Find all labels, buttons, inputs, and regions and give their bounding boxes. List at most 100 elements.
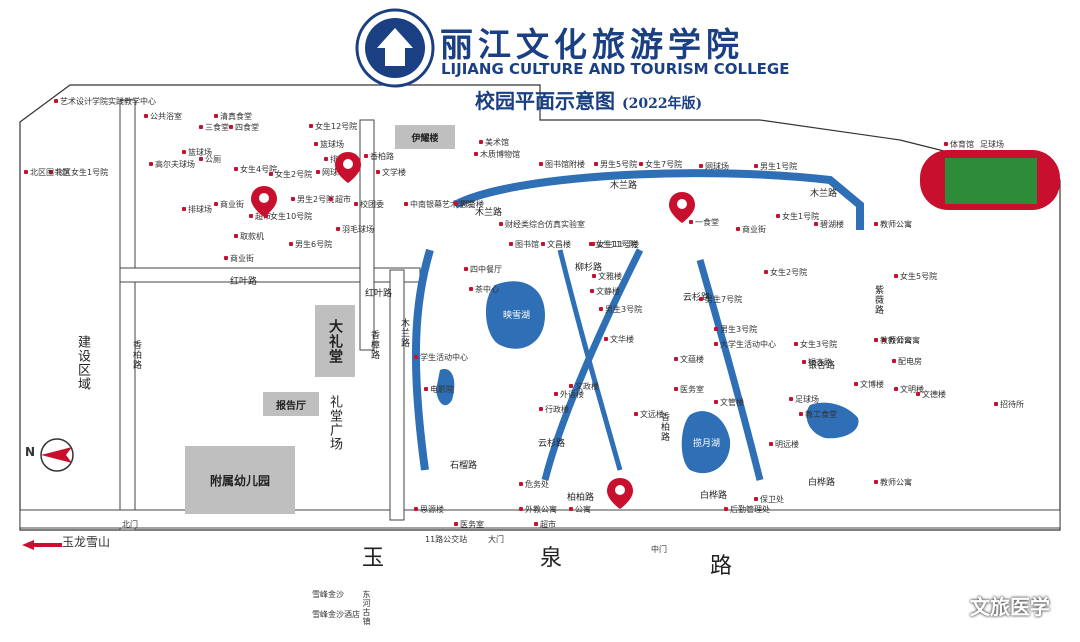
location-dot xyxy=(214,114,218,118)
building-label: 男生1号院 xyxy=(760,162,798,171)
building-label: 保卫处 xyxy=(760,495,784,504)
building-label: 外教公寓 xyxy=(525,505,557,514)
building-label: 图书馆附楼 xyxy=(545,160,585,169)
building-label: 文雅楼 xyxy=(598,272,622,281)
road-xiangbai2: 香柏路 xyxy=(659,412,669,442)
location-dot xyxy=(49,170,53,174)
road-muyi3: 木兰路 xyxy=(475,208,503,218)
location-dot xyxy=(224,256,228,260)
north-gate-label: 北门 xyxy=(122,520,138,529)
building-label: 美术馆 xyxy=(485,138,509,147)
location-dot xyxy=(874,480,878,484)
dongchuan-label: 东河古镇 xyxy=(362,590,371,626)
location-dot xyxy=(509,242,513,246)
building-label: 排球场 xyxy=(188,205,212,214)
road-ziwei: 紫薇路 xyxy=(873,285,883,315)
location-dot xyxy=(789,397,793,401)
location-dot xyxy=(639,162,643,166)
road-muyi: 木兰路 xyxy=(610,181,638,191)
building-label: 足球场 xyxy=(795,395,819,404)
location-dot xyxy=(541,242,545,246)
building-label: 篮球场 xyxy=(188,148,212,157)
building-label: 三食堂 xyxy=(205,123,229,132)
location-dot xyxy=(539,407,543,411)
building-label: 四食堂 xyxy=(235,123,259,132)
location-dot xyxy=(769,442,773,446)
building-label: 文学楼 xyxy=(382,168,406,177)
road-yinxing: 银杏路 xyxy=(808,361,836,371)
location-dot xyxy=(854,382,858,386)
building-label: 文明楼 xyxy=(900,385,924,394)
building-label: 教工食堂 xyxy=(805,410,837,419)
location-dot xyxy=(316,170,320,174)
location-dot xyxy=(314,142,318,146)
building-label: 女生2号院 xyxy=(275,170,313,179)
building-label: 文德楼 xyxy=(922,390,946,399)
building-label: 羽毛球场 xyxy=(342,225,374,234)
building-label: 男生5号院 xyxy=(600,160,638,169)
yulong-arrow xyxy=(22,540,62,550)
location-dot xyxy=(776,214,780,218)
building-label: 取款机 xyxy=(240,232,264,241)
location-dot xyxy=(199,125,203,129)
location-dot xyxy=(404,202,408,206)
road-yunshan: 云杉路 xyxy=(538,439,566,449)
location-dot xyxy=(519,507,523,511)
building-label: 文博楼 xyxy=(860,380,884,389)
location-dot xyxy=(144,114,148,118)
building-label: 后勤管理处 xyxy=(730,505,770,514)
location-dot xyxy=(569,507,573,511)
location-dot xyxy=(689,220,693,224)
location-dot xyxy=(249,214,253,218)
building-label: 北区图书馆 xyxy=(30,168,70,177)
building-label: 女生1号院 xyxy=(782,212,820,221)
location-dot xyxy=(699,297,703,301)
location-dot xyxy=(799,412,803,416)
kindergarten-label: 附属幼儿园 xyxy=(209,473,270,488)
compass-n: N xyxy=(25,445,36,459)
location-dot xyxy=(376,170,380,174)
location-dot xyxy=(634,412,638,416)
location-dot xyxy=(329,197,333,201)
yulong-label: 玉龙雪山 xyxy=(62,535,111,549)
location-dot xyxy=(234,234,238,238)
building-label: 木质博物馆 xyxy=(480,150,520,159)
location-dot xyxy=(454,202,458,206)
location-dot xyxy=(894,274,898,278)
location-dot xyxy=(754,497,758,501)
building-label: 网球场 xyxy=(705,162,729,171)
location-dot xyxy=(269,172,273,176)
building-label: 银杏路 xyxy=(808,358,832,367)
building-label: 文静楼 xyxy=(596,287,620,296)
north-compass-icon xyxy=(40,438,74,472)
location-dot xyxy=(714,400,718,404)
location-dot xyxy=(364,154,368,158)
location-dot xyxy=(944,142,948,146)
subtitle-text: 校园平面示意图 xyxy=(475,89,615,113)
building-label: 文蕴楼 xyxy=(680,355,704,364)
building-label: 医务室 xyxy=(680,385,704,394)
building-label: 香柏路 xyxy=(370,152,394,161)
location-dot xyxy=(24,170,28,174)
location-dot xyxy=(802,360,806,364)
road-baibai: 白桦路 xyxy=(808,478,836,488)
road-liushu: 柳杉路 xyxy=(575,263,603,273)
xuefu-hotel-label: 雪峰金沙酒店 xyxy=(312,610,360,619)
subtitle-version: (2022年版) xyxy=(621,96,703,112)
building-label: 公厕 xyxy=(205,155,221,164)
building-label: 外语楼 xyxy=(560,390,584,399)
building-label: 招待所 xyxy=(1000,400,1024,409)
location-dot xyxy=(594,162,598,166)
building-label: 校团委 xyxy=(360,200,384,209)
road-yunshan2: 云杉路 xyxy=(683,293,711,303)
college-logo xyxy=(355,8,435,88)
building-label: 超市 xyxy=(255,212,271,221)
location-dot xyxy=(736,227,740,231)
building-label: 男生7号院 xyxy=(705,295,743,304)
building-label: 女生3号院 xyxy=(800,340,838,349)
location-dot xyxy=(599,307,603,311)
road-muyu: 木兰路 xyxy=(399,318,409,348)
location-dot xyxy=(336,227,340,231)
location-dot xyxy=(699,164,703,168)
road-hongye: 红叶路 xyxy=(230,277,258,287)
